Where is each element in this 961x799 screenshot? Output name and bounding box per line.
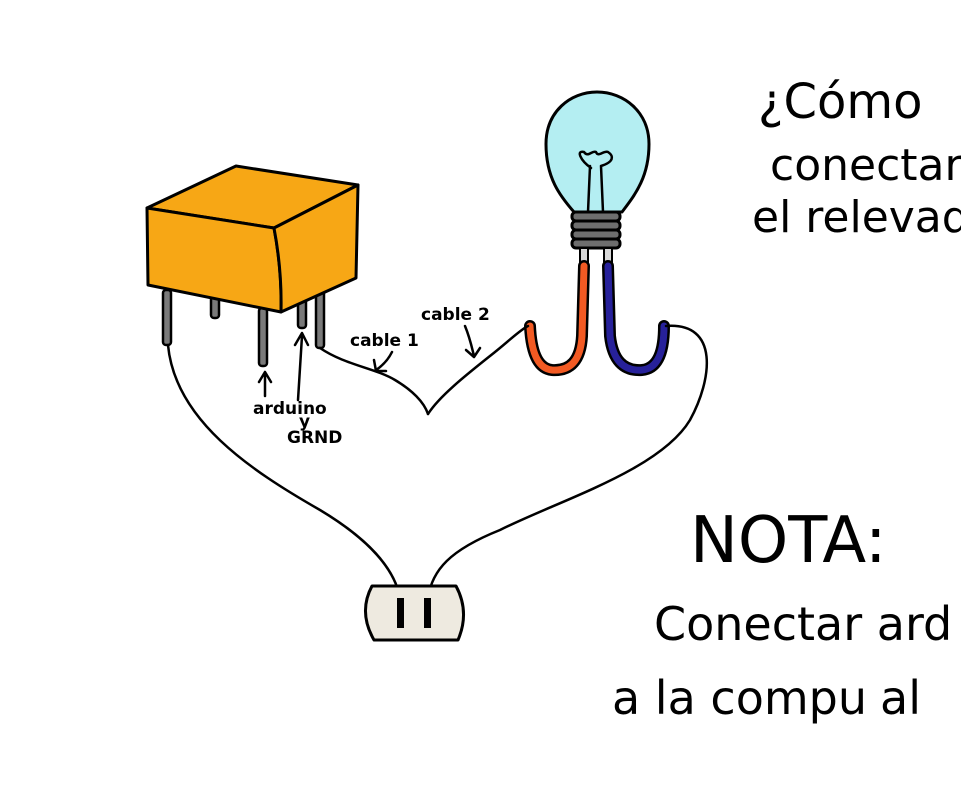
wire-bulb-to-outlet: [426, 324, 709, 600]
outlet-body: [364, 584, 465, 642]
title-line-2: conectar: [770, 140, 961, 191]
relay-pin-1: [161, 288, 173, 347]
arrow-arduino-2: [293, 331, 310, 402]
wire-cable-1: [318, 346, 430, 416]
annotations: cable 2 cable 1 arduino y GRND: [253, 305, 490, 448]
relay-pin-5: [314, 288, 326, 350]
note-line-1: Conectar ard: [654, 597, 952, 651]
bulb-filament: [578, 150, 614, 214]
outlet-slot-right: [424, 598, 431, 628]
outlet: [364, 584, 465, 642]
bulb-lead-blue-fill: [604, 262, 668, 374]
note-line-3: al: [880, 671, 921, 725]
bulb-glass: [544, 90, 651, 214]
arrow-cable-2: [463, 324, 482, 359]
relay-side-face: [272, 183, 360, 314]
note: NOTA: Conectar ard a la compu al: [612, 504, 952, 725]
note-line-2: a la compu: [612, 671, 867, 725]
bulb-base: [570, 210, 622, 267]
relay: [145, 164, 360, 368]
bulb-lead-red-fill: [526, 262, 588, 374]
label-cable-2: cable 2: [421, 305, 490, 325]
title-line-3: el relevad: [752, 192, 961, 243]
light-bulb: [524, 90, 670, 377]
label-arduino: arduino: [253, 399, 327, 419]
label-cable-1: cable 1: [350, 331, 419, 351]
wire-cable-2: [426, 324, 530, 416]
note-heading: NOTA:: [690, 504, 887, 578]
relay-pin-3: [257, 306, 269, 368]
title-line-1: ¿Cómo: [758, 74, 922, 130]
arrow-cable-1: [372, 350, 394, 373]
wire-relay-to-outlet: [166, 343, 402, 600]
wires: [166, 324, 709, 600]
title: ¿Cómo conectar el relevad: [752, 74, 961, 243]
outlet-slot-left: [397, 598, 404, 628]
label-y: y: [299, 412, 310, 432]
label-grnd: GRND: [287, 428, 342, 448]
arrow-arduino-1: [257, 370, 273, 398]
